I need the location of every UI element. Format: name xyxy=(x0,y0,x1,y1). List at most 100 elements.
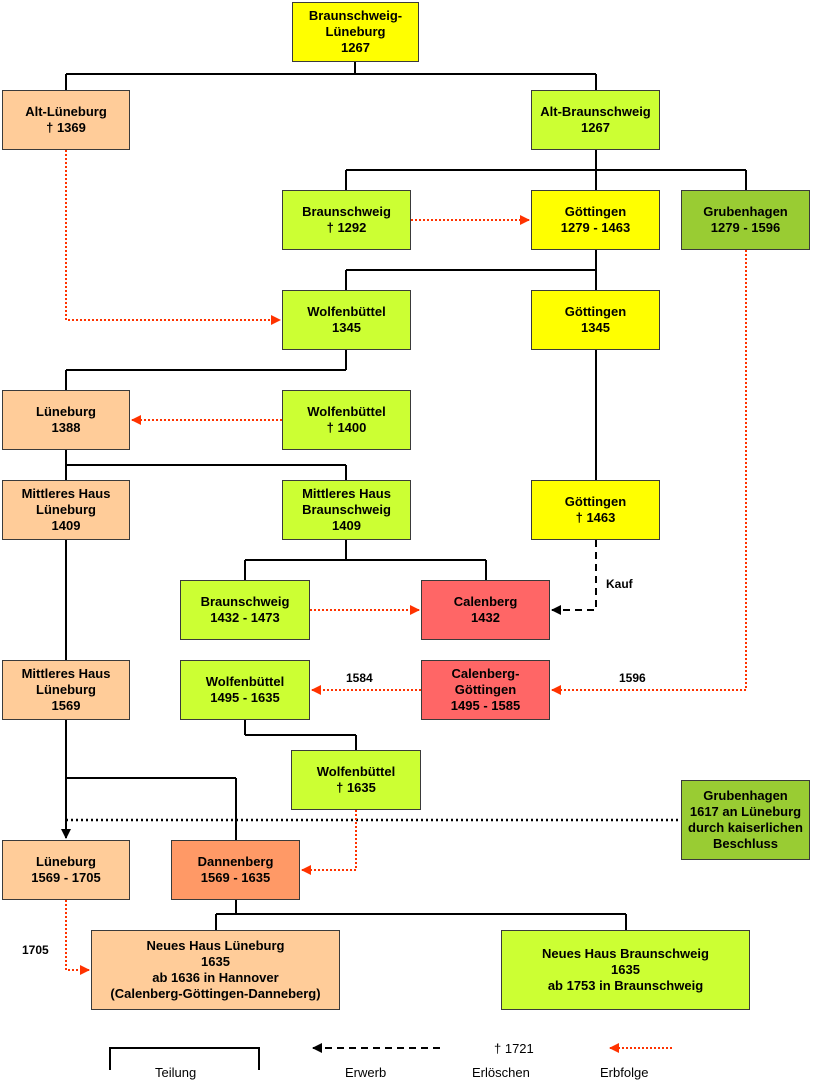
box-line: Alt-Lüneburg xyxy=(25,104,107,119)
division-line xyxy=(65,720,237,840)
legend-erloeschen-symbol: † 1721 xyxy=(494,1041,534,1056)
box-line: Wolfenbüttel xyxy=(205,674,285,689)
box-line: Lüneburg xyxy=(36,404,96,419)
box-text: Göttingen† 1463 xyxy=(565,494,626,526)
box-line: 1267 xyxy=(581,120,610,135)
succession-arrow xyxy=(301,810,357,875)
box-line: 1635 xyxy=(201,954,230,969)
label-year-1584: 1584 xyxy=(346,671,373,685)
box-line: ab 1753 in Braunschweig xyxy=(547,978,704,993)
division-line xyxy=(65,450,347,480)
box-braunschweig-1292: Braunschweig† 1292 xyxy=(282,190,411,250)
box-line: 1617 an Lüneburg xyxy=(689,804,802,819)
box-line: Mittleres Haus xyxy=(21,666,111,681)
box-line: Lüneburg xyxy=(36,502,96,517)
label-year-1705: 1705 xyxy=(22,943,49,957)
box-line: 1569 - 1705 xyxy=(31,870,101,885)
box-line: 1279 - 1463 xyxy=(560,220,631,235)
box-line: 1495 - 1585 xyxy=(450,698,521,713)
legend-erloeschen-label: Erlöschen xyxy=(472,1065,530,1080)
succession-arrow xyxy=(65,900,90,975)
box-line: Grubenhagen xyxy=(703,788,788,803)
box-line: Wolfenbüttel xyxy=(307,404,386,419)
box-line: Neues Haus Braunschweig xyxy=(542,946,709,961)
box-line: Calenberg- xyxy=(451,666,520,681)
box-line: 1345 xyxy=(332,320,361,335)
box-line: Grubenhagen xyxy=(703,204,788,219)
box-line: Mittleres Haus xyxy=(302,486,391,501)
box-goettingen-1463: Göttingen† 1463 xyxy=(531,480,660,540)
box-text: Wolfenbüttel† 1400 xyxy=(307,404,385,436)
box-line: 1409 xyxy=(51,518,81,533)
acquisition-arrow xyxy=(551,540,597,615)
division-line xyxy=(345,150,747,190)
box-text: Braunschweig† 1292 xyxy=(302,204,391,236)
box-line: † 1463 xyxy=(575,510,616,525)
division-line xyxy=(65,62,597,90)
legend-erbfolge-label: Erbfolge xyxy=(600,1065,649,1080)
box-text: Wolfenbüttel† 1635 xyxy=(317,764,395,796)
box-line: (Calenberg-Göttingen-Danneberg) xyxy=(110,986,321,1001)
box-wolfenbuettel-1635: Wolfenbüttel† 1635 xyxy=(291,750,421,810)
box-line: † 1292 xyxy=(326,220,367,235)
box-wolfenbuettel-1400: Wolfenbüttel† 1400 xyxy=(282,390,411,450)
box-line: 1432 xyxy=(471,610,500,625)
box-line: Neues Haus Lüneburg xyxy=(146,938,285,953)
box-line: 1495 - 1635 xyxy=(210,690,280,705)
succession-arrow xyxy=(551,250,747,695)
box-line: Göttingen xyxy=(564,304,627,319)
box-line: † 1400 xyxy=(326,420,367,435)
box-line: 1432 - 1473 xyxy=(210,610,280,625)
box-line: Göttingen xyxy=(564,204,627,219)
label-year-1596: 1596 xyxy=(619,671,646,685)
division-line xyxy=(215,900,627,930)
box-line: 1388 xyxy=(51,420,81,435)
box-text: Alt-Lüneburg† 1369 xyxy=(25,104,107,136)
box-line: Lüneburg xyxy=(325,24,386,39)
division-line xyxy=(345,250,597,290)
legend-teilung-symbol xyxy=(109,1047,260,1070)
box-line: Alt-Braunschweig xyxy=(540,104,651,119)
division-line xyxy=(244,720,357,750)
box-line: 1267 xyxy=(341,40,370,55)
division-line xyxy=(65,350,347,390)
box-line: Calenberg xyxy=(453,594,518,609)
box-line: Braunschweig- xyxy=(308,8,403,23)
box-line: Göttingen xyxy=(454,682,517,697)
box-line: Lüneburg xyxy=(36,854,96,869)
division-line xyxy=(244,540,487,580)
box-line: † 1369 xyxy=(46,120,86,135)
